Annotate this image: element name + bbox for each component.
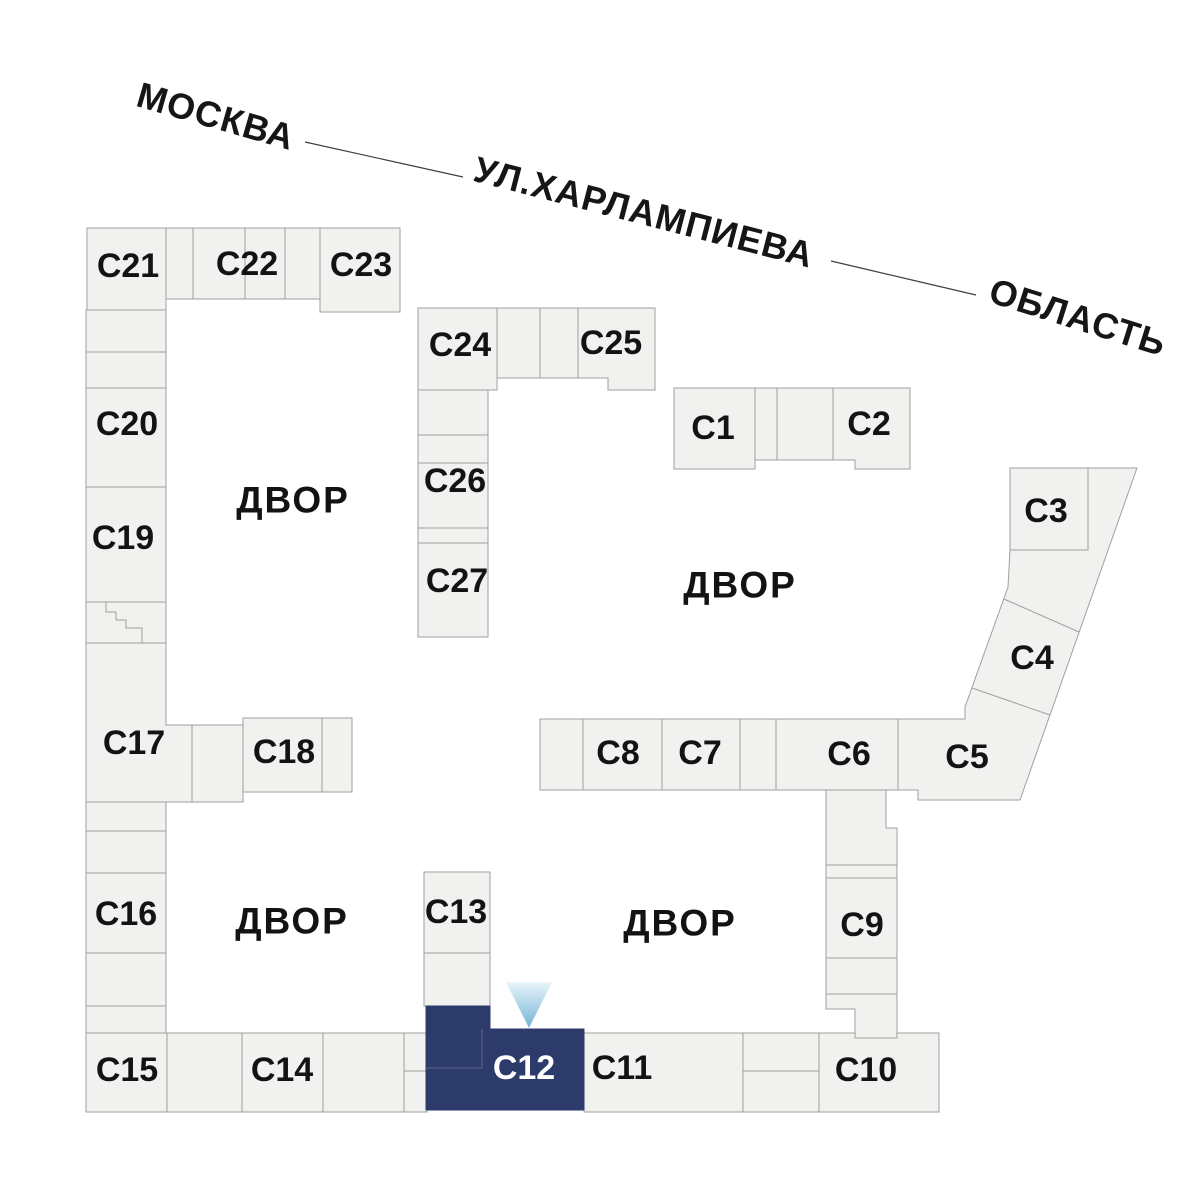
building-c13[interactable] <box>423 871 491 954</box>
courtyard-label: ДВОР <box>683 565 797 606</box>
building-c7[interactable] <box>661 718 741 791</box>
building-c9[interactable] <box>825 789 898 1039</box>
block-c21-c23 <box>86 227 401 313</box>
unit-divider <box>426 1029 483 1069</box>
building-c8[interactable] <box>582 718 663 791</box>
building-c11[interactable] <box>583 1032 744 1113</box>
stair-detail <box>86 601 143 643</box>
block-c9 <box>825 789 898 1039</box>
selected-building-c12 <box>425 982 585 1111</box>
building-c18[interactable] <box>242 717 353 793</box>
unit-section[interactable] <box>284 227 321 300</box>
unit-section[interactable] <box>776 387 834 461</box>
unit-section[interactable] <box>85 1005 167 1034</box>
unit-section[interactable] <box>739 718 777 791</box>
unit-section[interactable] <box>417 434 489 464</box>
building-c24[interactable] <box>417 307 498 391</box>
unit-section[interactable] <box>85 830 167 874</box>
block-c1-c2 <box>673 387 911 470</box>
building-c19[interactable] <box>85 486 167 603</box>
unit-section[interactable] <box>754 387 778 461</box>
street-label-oblast: ОБЛАСТЬ <box>984 270 1171 364</box>
building-c12[interactable] <box>425 1005 585 1111</box>
building-c20[interactable] <box>85 387 167 488</box>
unit-section[interactable] <box>85 801 167 832</box>
unit-section[interactable] <box>85 952 167 1007</box>
selected-building-marker-icon <box>506 982 552 1028</box>
building-c17[interactable] <box>85 642 193 803</box>
building-c6[interactable] <box>775 718 899 791</box>
block-c8-c6 <box>539 718 899 791</box>
unit-section[interactable] <box>539 307 579 379</box>
block-left-column <box>85 309 353 1034</box>
building-c21[interactable] <box>86 227 167 311</box>
unit-section[interactable] <box>742 1032 820 1113</box>
building-c22[interactable] <box>192 227 246 300</box>
courtyard-labels: ДВОР ДВОР ДВОР ДВОР <box>235 480 797 944</box>
unit-section[interactable] <box>166 1032 243 1113</box>
unit-divider <box>971 687 1051 716</box>
building-c27[interactable] <box>417 542 489 638</box>
unit-divider <box>1003 598 1080 633</box>
unit-section[interactable] <box>417 389 489 436</box>
unit-section[interactable] <box>85 309 167 353</box>
building-c2[interactable] <box>832 387 911 470</box>
street-line-right <box>830 260 977 296</box>
unit-section[interactable] <box>423 952 491 1007</box>
block-c3-c5 <box>897 467 1138 801</box>
street-line-left <box>304 141 464 178</box>
block-bottom-row <box>85 1032 940 1113</box>
building-c16[interactable] <box>85 872 167 954</box>
street-label-kharlampieva: УЛ.ХАРЛАМПИЕВА <box>470 148 818 275</box>
building-c3[interactable] <box>1009 467 1089 551</box>
building-c14[interactable] <box>241 1032 324 1113</box>
building-c23[interactable] <box>319 227 401 313</box>
unit-section[interactable] <box>191 724 244 803</box>
street-label-moskva: МОСКВА <box>132 74 299 158</box>
unit-section[interactable] <box>322 1032 405 1113</box>
unit-section[interactable] <box>244 227 286 300</box>
block-c24-c27 <box>417 307 656 638</box>
building-c25[interactable] <box>577 307 656 391</box>
unit-section[interactable] <box>417 527 489 544</box>
courtyard-label: ДВОР <box>623 903 737 944</box>
block-c13 <box>423 871 491 1007</box>
building-c15[interactable] <box>85 1032 168 1113</box>
unit-section[interactable] <box>403 1032 428 1113</box>
building-c1[interactable] <box>673 387 756 470</box>
unit-section[interactable] <box>165 227 194 300</box>
unit-section[interactable] <box>539 718 584 791</box>
unit-section[interactable] <box>85 351 167 389</box>
building-c26[interactable] <box>417 462 489 529</box>
courtyard-label: ДВОР <box>235 901 349 942</box>
building-c5[interactable] <box>897 467 1138 801</box>
building-c10[interactable] <box>818 1032 940 1113</box>
courtyard-label: ДВОР <box>236 480 350 521</box>
unit-section[interactable] <box>496 307 541 379</box>
